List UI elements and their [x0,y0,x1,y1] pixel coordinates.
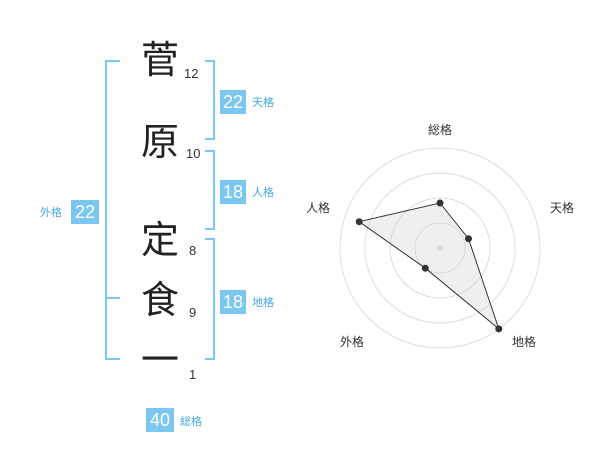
character-1: 菅 [140,38,179,82]
radar-center-dot [437,245,443,251]
jinkaku-value: 18 [220,180,246,204]
radar-axis-label-jinkaku: 人格 [305,201,330,215]
radar-ring [389,197,491,299]
radar-point [436,199,444,207]
gaikaku-value: 22 [71,200,99,224]
stroke-count-4: 9 [189,305,197,320]
radar-axis-label-tenkaku: 天格 [549,201,574,215]
stroke-count-1: 12 [184,66,199,81]
character-4: 食 [140,278,179,322]
tenkaku-value: 22 [220,90,246,114]
chikaku-label: 地格 [252,296,274,309]
chikaku-bracket [205,238,215,360]
gaikaku-bracket [105,60,120,360]
radar-ring [364,172,516,324]
gaikaku-bracket-divider [105,297,120,299]
character-5: 一 [140,338,179,382]
chikaku-value: 18 [220,290,246,314]
jinkaku-bracket [205,150,215,230]
soukaku-value: 40 [146,408,174,432]
stroke-count-2: 10 [186,146,201,161]
tenkaku-label: 天格 [252,96,274,109]
radar-point [495,325,503,333]
character-3: 定 [140,218,179,262]
radar-axis-label-chikaku: 地格 [511,335,536,349]
soukaku-label: 総格 [180,415,202,428]
radar-series [357,202,500,331]
stroke-count-3: 8 [189,243,197,258]
radar-axis-label-gaikaku: 外格 [339,335,364,349]
jinkaku-label: 人格 [252,186,274,199]
radar-ring [414,222,466,274]
stroke-count-5: 1 [189,367,197,382]
gaikaku-label: 外格 [40,206,62,219]
tenkaku-bracket [205,60,215,140]
radar-ring [339,147,541,349]
radar-axis-label-soukaku: 総格 [427,123,452,137]
character-2: 原 [140,120,179,164]
radar-point [421,264,429,272]
radar-point [355,218,363,226]
radar-point [465,235,472,243]
